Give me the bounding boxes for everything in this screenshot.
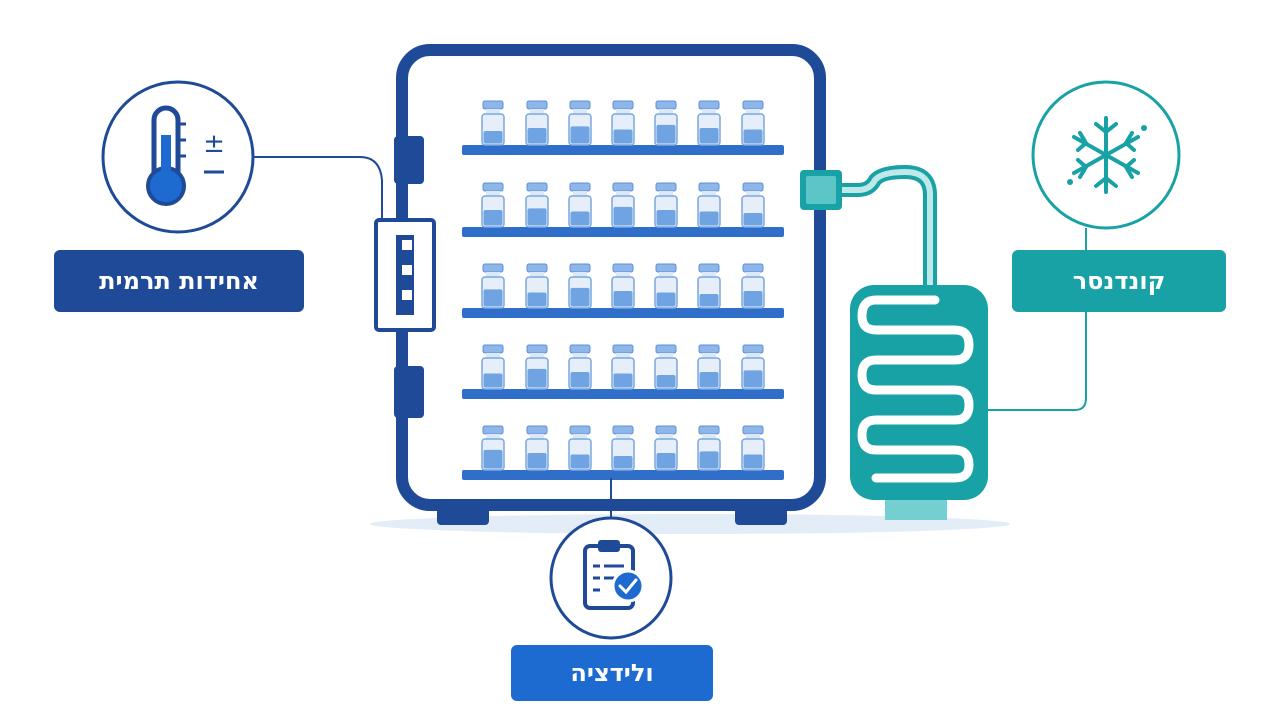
coolant-pipe-inner bbox=[842, 168, 933, 285]
condenser-label: קונדנסר bbox=[1012, 250, 1226, 312]
vial bbox=[697, 182, 721, 228]
vial bbox=[697, 100, 721, 146]
vial bbox=[481, 263, 505, 309]
vial bbox=[611, 263, 635, 309]
door-latch bbox=[374, 218, 436, 332]
shelf bbox=[462, 308, 784, 318]
vial bbox=[568, 425, 592, 471]
hinge-top bbox=[394, 136, 424, 184]
connector-condenser bbox=[988, 228, 1087, 411]
vial bbox=[568, 182, 592, 228]
vial bbox=[568, 100, 592, 146]
shelf bbox=[462, 470, 784, 480]
vial bbox=[741, 425, 765, 471]
vial bbox=[525, 425, 549, 471]
vial bbox=[568, 263, 592, 309]
vial bbox=[525, 100, 549, 146]
shelf bbox=[462, 389, 784, 399]
vial bbox=[525, 182, 549, 228]
shelves bbox=[462, 100, 784, 480]
snowflake-icon bbox=[1031, 80, 1181, 230]
vial bbox=[481, 344, 505, 390]
shelf bbox=[462, 227, 784, 237]
vial bbox=[525, 344, 549, 390]
vial bbox=[611, 182, 635, 228]
shelf bbox=[462, 145, 784, 155]
connector-thermal bbox=[254, 156, 383, 222]
vial bbox=[611, 100, 635, 146]
vial bbox=[741, 182, 765, 228]
vial bbox=[654, 425, 678, 471]
vial bbox=[611, 425, 635, 471]
vial bbox=[697, 344, 721, 390]
floor-shadow bbox=[370, 514, 1010, 534]
vial bbox=[568, 344, 592, 390]
vial bbox=[611, 344, 635, 390]
thermal-uniformity-label: אחידות תרמית bbox=[54, 250, 304, 312]
vial bbox=[654, 263, 678, 309]
vial bbox=[697, 263, 721, 309]
vial bbox=[654, 100, 678, 146]
vial bbox=[697, 425, 721, 471]
vial bbox=[741, 100, 765, 146]
clipboard-check-icon bbox=[549, 516, 673, 640]
hinge-bottom bbox=[394, 366, 424, 418]
validation-label: ולידציה bbox=[511, 645, 713, 701]
vial bbox=[741, 344, 765, 390]
pipe-connector-inner bbox=[806, 176, 836, 204]
vial bbox=[481, 100, 505, 146]
thermometer-icon: ± bbox=[101, 80, 255, 234]
vial bbox=[481, 425, 505, 471]
svg-text:±: ± bbox=[203, 129, 225, 159]
vial bbox=[741, 263, 765, 309]
condenser-coil bbox=[857, 295, 974, 483]
vial bbox=[654, 182, 678, 228]
vial bbox=[525, 263, 549, 309]
vial bbox=[654, 344, 678, 390]
vial bbox=[481, 182, 505, 228]
